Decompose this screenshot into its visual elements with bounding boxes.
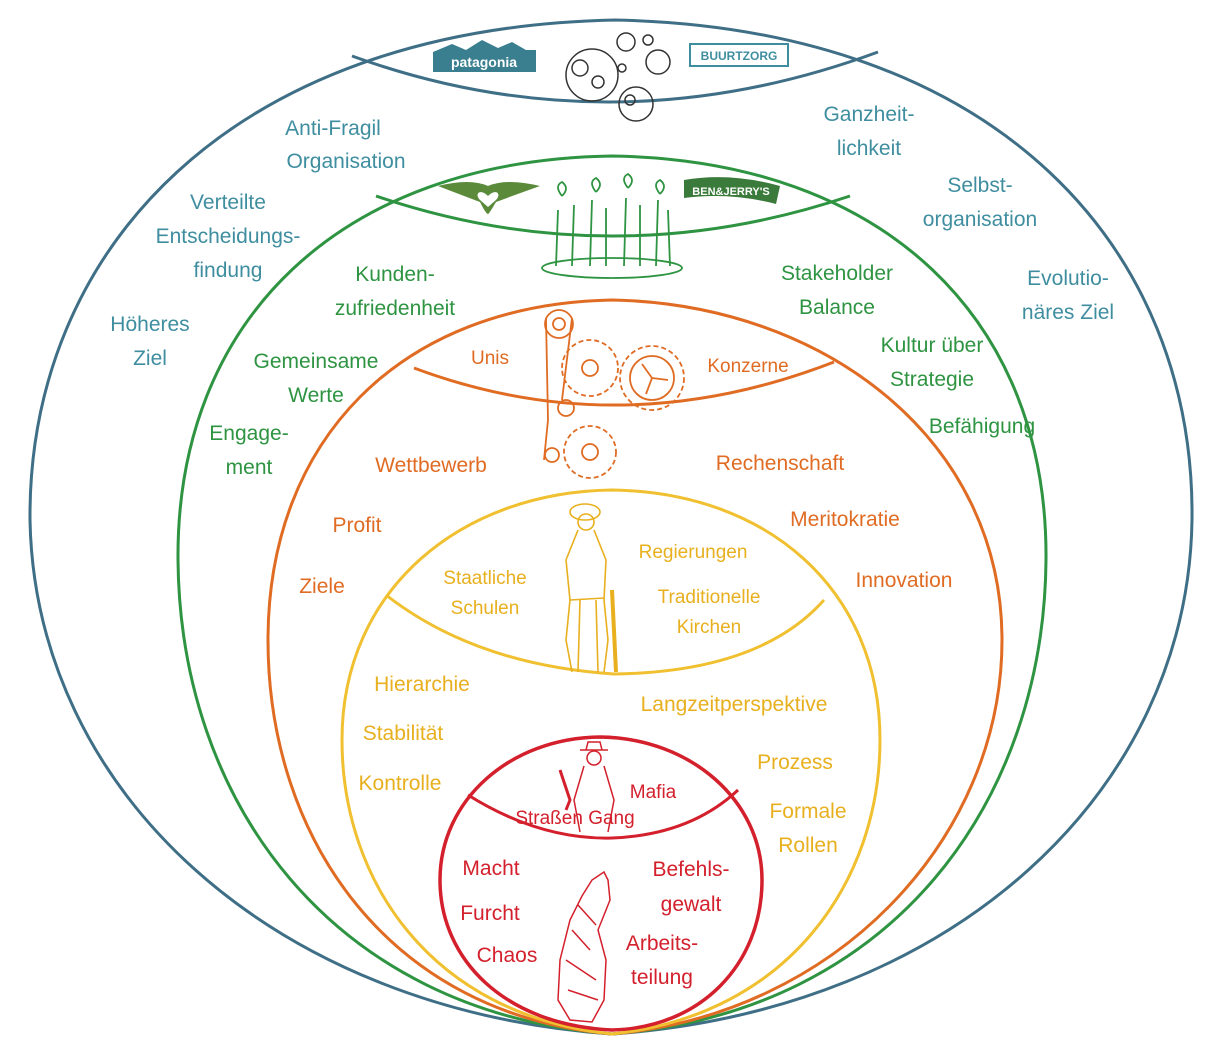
buurtzorg-logo-text: BUURTZORG (701, 49, 778, 63)
label-prozess: Prozess (757, 751, 833, 774)
teal-layer: patagonia BUURTZORG Anti-Fragil Organisa… (28, 18, 1194, 1036)
howling-wolf-icon (557, 870, 611, 1023)
ben-jerrys-logo: BEN&JERRY'S (684, 177, 780, 204)
label-selbst: Selbst- (947, 174, 1012, 197)
label-gemeinsame: Gemeinsame (254, 350, 379, 373)
label-schulen: Schulen (451, 598, 520, 619)
label-hoeheres: Höheres (110, 313, 189, 336)
label-wettbewerb: Wettbewerb (375, 454, 487, 477)
label-traditionelle: Traditionelle (658, 587, 761, 608)
label-kirchen: Kirchen (677, 617, 741, 638)
buurtzorg-logo: BUURTZORG (689, 43, 789, 67)
label-werte: Werte (288, 384, 344, 407)
label-ziel: Ziel (133, 347, 167, 370)
red-circle (438, 735, 764, 1032)
amber-circle (340, 488, 882, 1036)
orange-cap-line (413, 360, 835, 407)
label-mafia: Mafia (630, 782, 677, 803)
label-profit: Profit (332, 514, 381, 537)
label-hierarchie: Hierarchie (374, 673, 470, 696)
label-naeres-ziel: näres Ziel (1022, 301, 1114, 324)
label-balance: Balance (799, 296, 875, 319)
standing-figure-icon (565, 503, 618, 673)
label-arbeits: Arbeits- (626, 932, 698, 955)
label-rollen: Rollen (778, 834, 838, 857)
ben-jerrys-logo-text: BEN&JERRY'S (692, 186, 769, 198)
green-layer: BEN&JERRY'S Kunden- zufriedenheit Gemein… (176, 154, 1048, 1036)
label-chaos: Chaos (477, 944, 538, 967)
label-konzerne: Konzerne (707, 356, 788, 377)
label-evolutio: Evolutio- (1027, 267, 1109, 290)
amber-cap-line (385, 593, 826, 676)
sprouts-icon (541, 172, 683, 279)
label-stabilitaet: Stabilität (363, 722, 444, 745)
label-entscheidungs: Entscheidungs- (156, 225, 301, 248)
label-befehls: Befehls- (652, 858, 729, 881)
teal-cap-line (351, 50, 879, 104)
label-meritokratie: Meritokratie (790, 508, 900, 531)
label-kontrolle: Kontrolle (359, 772, 442, 795)
label-ment: ment (226, 456, 273, 479)
label-strategie: Strategie (890, 368, 974, 391)
label-furcht: Furcht (460, 902, 520, 925)
orange-circle (266, 298, 1004, 1036)
label-verteilte: Verteilte (190, 191, 266, 214)
label-lichkeit: lichkeit (837, 137, 901, 160)
red-layer: Mafia Straßen Gang Macht Furcht Chaos Be… (438, 735, 764, 1032)
label-organisation: Organisation (286, 150, 405, 173)
green-cap-line (375, 194, 851, 238)
label-regierungen: Regierungen (639, 542, 748, 563)
bubbles-icon (565, 32, 671, 122)
label-kultur: Kultur über (881, 334, 984, 357)
gangster-figure-icon (558, 741, 615, 833)
label-langzeitperspektive: Langzeitperspektive (641, 693, 828, 716)
label-rechenschaft: Rechenschaft (716, 452, 845, 475)
label-kunden: Kunden- (355, 263, 434, 286)
label-formale: Formale (769, 800, 846, 823)
orange-layer: Unis Konzerne Wettbewerb Rechenschaft Pr… (266, 298, 1004, 1036)
label-ziele: Ziele (299, 575, 345, 598)
label-macht: Macht (462, 857, 519, 880)
patagonia-logo: patagonia (433, 40, 536, 72)
label-unis: Unis (471, 348, 509, 369)
label-selbstorganisation: organisation (923, 208, 1037, 231)
label-gewalt: gewalt (661, 893, 722, 916)
label-anti-fragil: Anti-Fragil (285, 117, 381, 140)
label-teilung: teilung (631, 966, 693, 989)
teal-outer-circle (28, 18, 1194, 1036)
label-strassen-gang: Straßen Gang (515, 808, 634, 829)
label-zufriedenheit: zufriedenheit (335, 297, 455, 320)
label-engage: Engage- (209, 422, 288, 445)
label-innovation: Innovation (856, 569, 953, 592)
winged-heart-logo (438, 182, 540, 214)
label-staatliche: Staatliche (443, 568, 526, 589)
label-ganzheit: Ganzheit- (823, 103, 914, 126)
gears-icon (543, 309, 685, 479)
green-circle (176, 154, 1048, 1036)
amber-layer: Staatliche Schulen Regierungen Tradition… (340, 488, 882, 1036)
label-findung: findung (194, 259, 263, 282)
label-stakeholder: Stakeholder (781, 262, 893, 285)
red-cap-line (467, 788, 740, 840)
patagonia-logo-text: patagonia (451, 54, 517, 70)
label-befaehigung: Befähigung (929, 415, 1035, 438)
